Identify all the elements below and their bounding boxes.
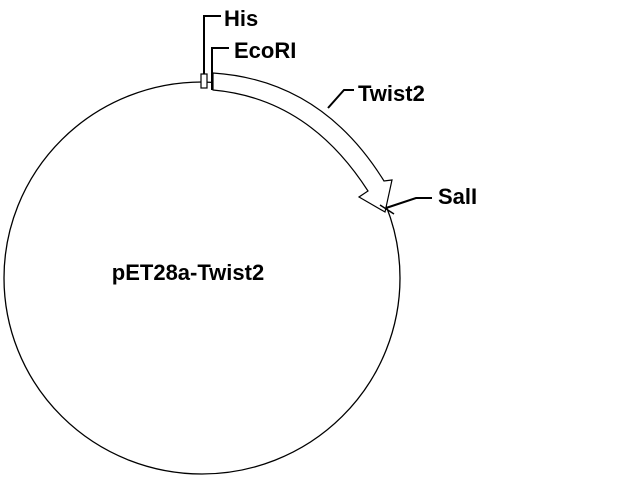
his-callout-line: [203, 15, 221, 74]
sali-label: SalI: [438, 184, 477, 209]
ecori-callout-line: [211, 47, 229, 72]
sali-site-mark: [379, 204, 395, 215]
sali-callout-line: [385, 197, 432, 209]
his-label: His: [224, 6, 258, 31]
twist2-label: Twist2: [358, 81, 425, 106]
his-tag-box: [200, 73, 208, 89]
ecori-label: EcoRI: [234, 38, 296, 63]
twist2-callout-line: [327, 89, 354, 109]
twist2-orf-arrow: [212, 72, 393, 213]
plasmid-name: pET28a-Twist2: [112, 260, 264, 285]
